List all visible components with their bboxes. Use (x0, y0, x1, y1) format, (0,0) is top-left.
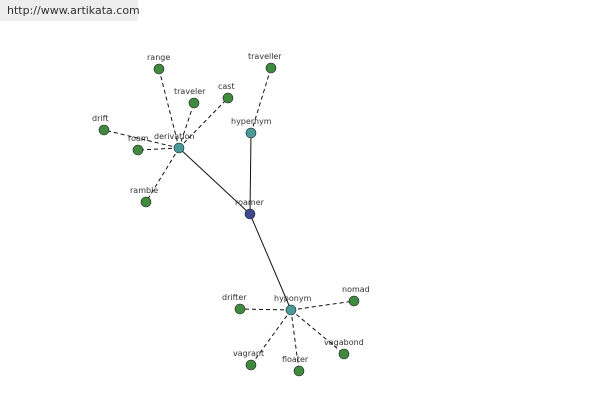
node-ramble[interactable] (140, 196, 152, 208)
node-label-roamer: roamer (235, 198, 265, 207)
node-range[interactable] (153, 63, 165, 75)
labels-layer: roamer derivation hypernym hyponym range trav… (92, 52, 370, 364)
node-hyponym[interactable] (285, 304, 297, 316)
edge-hyponym-floater (290, 309, 300, 372)
node-label-drifter: drifter (222, 293, 247, 302)
node-label-nomad: nomad (342, 285, 370, 294)
node-label-traveler: traveler (174, 87, 206, 96)
site-url-watermark: http://www.artikata.com (0, 0, 140, 21)
nodes-layer (98, 62, 360, 377)
node-vagrant[interactable] (245, 359, 257, 371)
edge-derivation-ramble (145, 147, 180, 203)
node-label-range: range (147, 53, 170, 62)
edge-roamer-hypernym (249, 132, 252, 215)
node-label-vagrant: vagrant (233, 349, 264, 358)
node-hypernym[interactable] (245, 127, 257, 139)
edge-hypernym-traveller (250, 67, 272, 134)
node-label-hyponym: hyponym (274, 294, 312, 303)
node-label-drift: drift (92, 114, 108, 123)
edge-derivation-roam (137, 147, 180, 151)
node-label-cast: cast (218, 82, 235, 91)
node-floater[interactable] (293, 365, 305, 377)
edges-layer (103, 67, 355, 372)
edge-hyponym-vagabond (290, 309, 345, 355)
node-drifter[interactable] (234, 303, 246, 315)
edge-derivation-cast (178, 97, 229, 149)
node-cast[interactable] (222, 92, 234, 104)
node-label-traveller: traveller (248, 52, 282, 61)
node-roam[interactable] (132, 144, 144, 156)
edge-roamer-hyponym (249, 213, 292, 311)
node-traveller[interactable] (265, 62, 277, 74)
node-vagabond[interactable] (338, 348, 350, 360)
node-derivation[interactable] (173, 142, 185, 154)
node-traveler[interactable] (188, 97, 200, 109)
edge-hyponym-drifter (239, 308, 292, 311)
node-drift[interactable] (98, 124, 110, 136)
edge-hyponym-nomad (290, 300, 355, 311)
node-label-floater: floater (282, 355, 309, 364)
node-label-roam: roam (128, 134, 149, 143)
node-label-hypernym: hypernym (231, 117, 272, 126)
node-label-ramble: ramble (130, 186, 158, 195)
edge-hyponym-vagrant (250, 309, 292, 366)
edge-derivation-traveler (178, 102, 195, 149)
edge-roamer-derivation (178, 147, 251, 215)
node-label-vagabond: vagabond (324, 338, 364, 347)
node-roamer[interactable] (244, 208, 256, 220)
node-label-derivation: derivation (154, 132, 194, 141)
edge-derivation-drift (103, 129, 180, 149)
node-nomad[interactable] (348, 295, 360, 307)
